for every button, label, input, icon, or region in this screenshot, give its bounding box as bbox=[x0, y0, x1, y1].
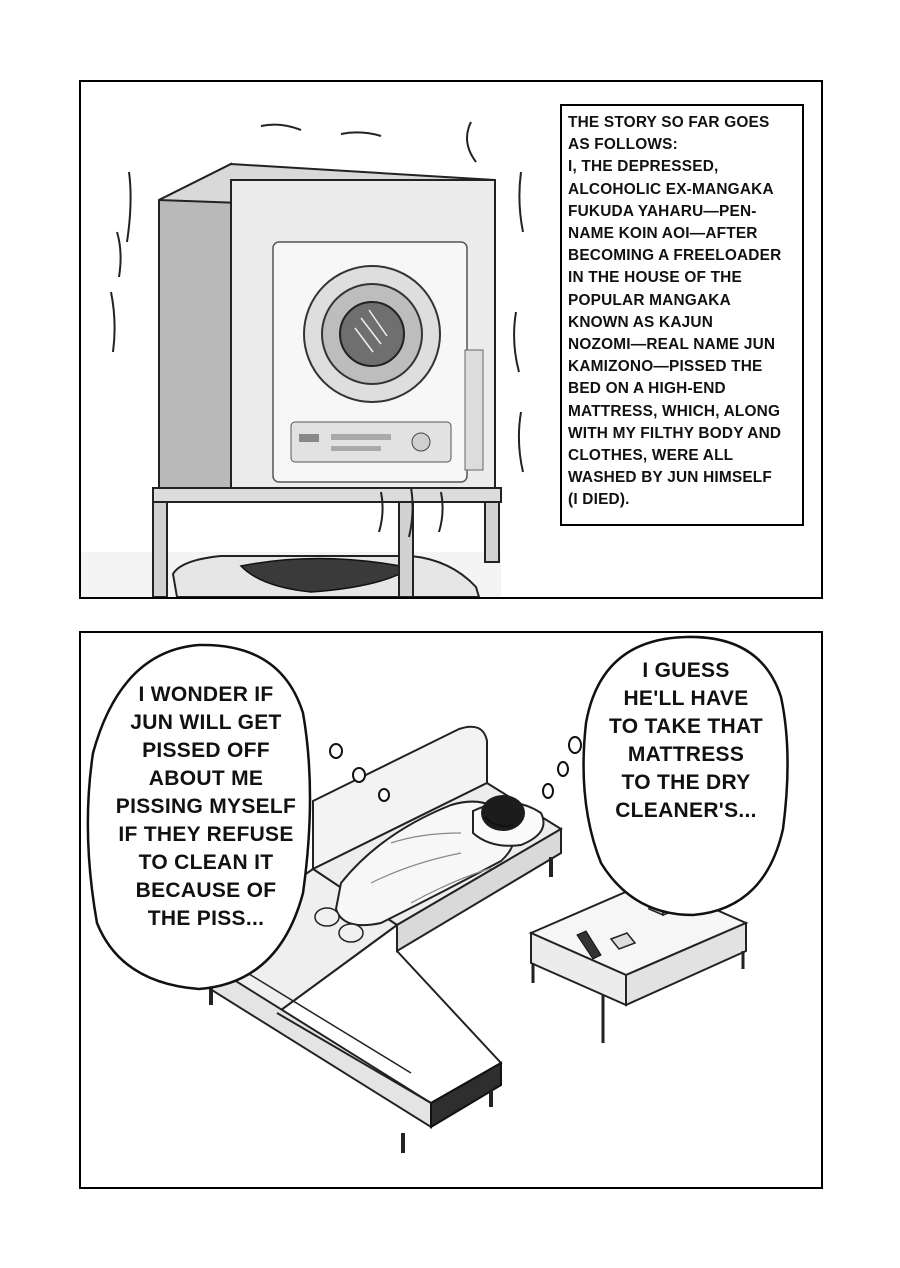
caption-line: WASHED BY JUN HIMSELF bbox=[568, 469, 773, 487]
bubble-line: HE'LL HAVE bbox=[623, 687, 749, 710]
bubble-line: I GUESS bbox=[642, 659, 730, 682]
bubble-line: JUN WILL GET bbox=[130, 711, 282, 734]
caption-line: CLOTHES, WERE ALL bbox=[568, 447, 734, 465]
bubble-line: PISSING MYSELF bbox=[115, 795, 297, 818]
sofa-illustration bbox=[86, 635, 789, 1153]
caption-line: IN THE HOUSE OF THE bbox=[568, 269, 742, 287]
bubble-line: MATTRESS bbox=[627, 743, 745, 766]
bubble-line: CLEANER'S... bbox=[615, 799, 757, 822]
panel-dryer: THE STORY SO FAR GOES AS FOLLOWS: I, THE… bbox=[79, 80, 823, 599]
caption-line: POPULAR MANGAKA bbox=[568, 291, 731, 309]
bubble-line: TO CLEAN IT bbox=[138, 851, 274, 874]
bubble-line: TO TAKE THAT bbox=[608, 715, 764, 738]
bubble-line: ABOUT ME bbox=[148, 767, 264, 790]
caption-line: (I DIED). bbox=[568, 491, 630, 509]
dryer-illustration bbox=[81, 121, 524, 597]
bubble-line: BECAUSE OF bbox=[135, 879, 277, 902]
bubble-line: IF THEY REFUSE bbox=[118, 823, 294, 846]
caption-line: AS FOLLOWS: bbox=[568, 136, 678, 154]
bubble-line: I WONDER IF bbox=[138, 683, 274, 706]
story-caption-box: THE STORY SO FAR GOES AS FOLLOWS: I, THE… bbox=[560, 104, 804, 526]
caption-line: BECOMING A FREELOADER bbox=[568, 247, 782, 265]
thought-bubble-right: I GUESS HE'LL HAVE TO TAKE THAT MATTRESS… bbox=[586, 657, 786, 825]
bubble-line: TO THE DRY bbox=[621, 771, 751, 794]
caption-line: KNOWN AS KAJUN bbox=[568, 313, 714, 331]
panel-sofa: I WONDER IF JUN WILL GET PISSED OFF ABOU… bbox=[79, 631, 823, 1189]
caption-line: ALCOHOLIC EX-MANGAKA bbox=[568, 180, 774, 198]
caption-line: WITH MY FILTHY BODY AND bbox=[568, 424, 782, 442]
caption-line: I, THE DEPRESSED, bbox=[568, 158, 719, 176]
caption-line: FUKUDA YAHARU—PEN- bbox=[568, 202, 757, 220]
thought-bubble-left: I WONDER IF JUN WILL GET PISSED OFF ABOU… bbox=[111, 681, 301, 933]
caption-line: MATTRESS, WHICH, ALONG bbox=[568, 402, 781, 420]
caption-line: THE STORY SO FAR GOES bbox=[568, 114, 770, 131]
caption-line: NAME KOIN AOI—AFTER bbox=[568, 225, 758, 243]
caption-line: BED ON A HIGH-END bbox=[568, 380, 726, 398]
caption-line: KAMIZONO—PISSED THE bbox=[568, 358, 763, 376]
bubble-line: PISSED OFF bbox=[142, 739, 270, 762]
caption-line: NOZOMI—REAL NAME JUN bbox=[568, 336, 776, 354]
bubble-line: THE PISS... bbox=[147, 907, 265, 930]
